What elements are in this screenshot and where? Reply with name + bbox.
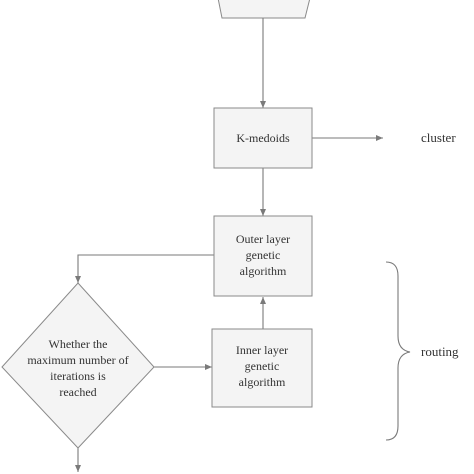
decision-line-3: iterations is (50, 369, 106, 383)
outer-ga-line-2: genetic (246, 248, 281, 262)
outer-ga-line-3: algorithm (240, 264, 287, 278)
kmedoids-box (213, 107, 313, 169)
inner-ga-box (211, 328, 313, 408)
decision-line-4: reached (59, 385, 96, 399)
edge-outer-to-decision (75, 254, 214, 283)
cluster-label: cluster (421, 130, 456, 145)
decision-line-2: maximum number of (27, 353, 128, 367)
routing-brace (385, 261, 411, 441)
kmedoids-label: K-medoids (236, 131, 290, 145)
inner-ga-line-1: Inner layer (236, 343, 288, 357)
routing-label: routing (421, 344, 459, 359)
decision-diamond (1, 282, 155, 449)
outer-ga-box (213, 215, 313, 297)
outer-ga-line-1: Outer layer (236, 232, 290, 246)
inner-ga-line-3: algorithm (239, 375, 286, 389)
decision-line-1: Whether the (49, 337, 108, 351)
input-parallelogram (217, 0, 311, 19)
inner-ga-line-2: genetic (245, 359, 280, 373)
